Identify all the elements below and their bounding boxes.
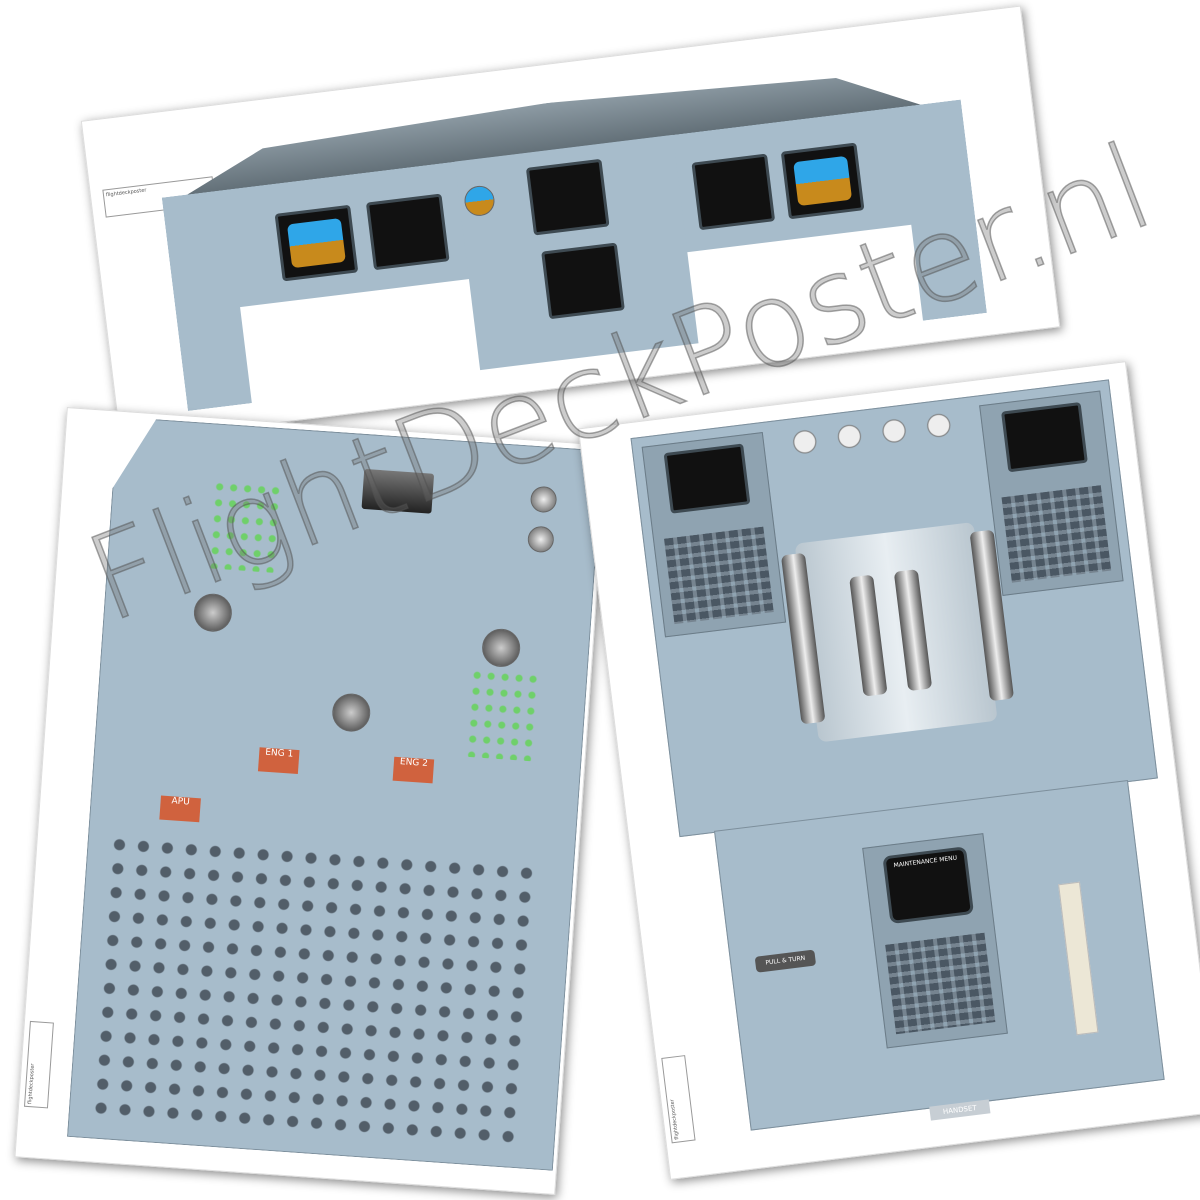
fo-nd (691, 153, 776, 231)
maintenance-menu-title: MAINTENANCE MENU (893, 854, 958, 870)
thrust-quadrant (794, 521, 998, 743)
eng1-label: ENG 1 (257, 747, 300, 775)
apu-label: APU (159, 795, 201, 823)
poster-label-tag: flightdeckposter (661, 1055, 696, 1144)
fo-mcdu (979, 390, 1124, 596)
lower-ecam (541, 242, 625, 320)
captain-nd (365, 193, 450, 271)
poster-pedestal: MAINTENANCE MENU PULL & TURN HANDSET fli… (577, 361, 1200, 1180)
fo-pfd (780, 142, 865, 220)
upper-ecam (525, 158, 610, 236)
captain-mcdu (641, 431, 787, 638)
eng2-label: ENG 2 (392, 756, 435, 784)
maintenance-mcdu: MAINTENANCE MENU (862, 833, 1008, 1049)
green-light-array (464, 666, 541, 762)
pushbutton-array (88, 831, 538, 1152)
poster-label-tag: flightdeckposter (23, 1020, 54, 1109)
captain-pfd (274, 204, 359, 282)
